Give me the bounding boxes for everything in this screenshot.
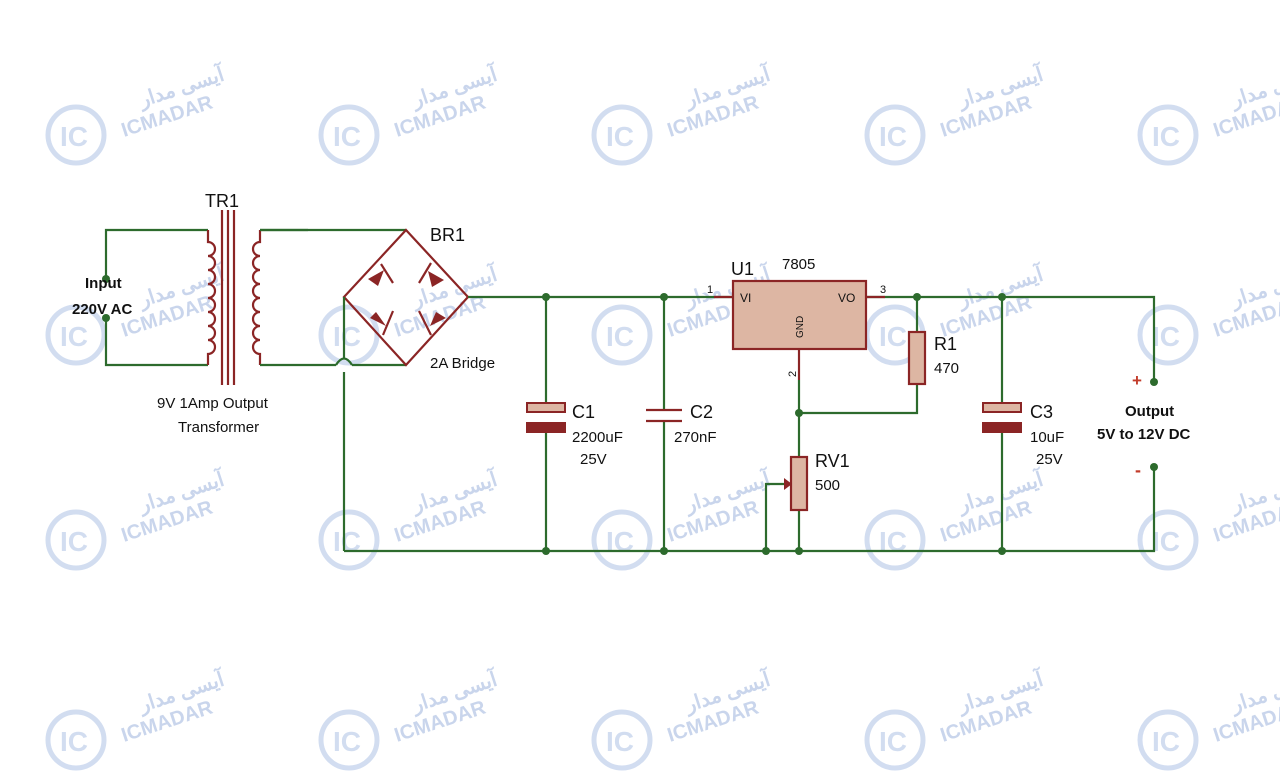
svg-text:IC: IC — [606, 121, 634, 152]
capacitor-c2 — [646, 297, 682, 551]
svg-text:IC: IC — [879, 121, 907, 152]
u1-pin-vi: VI — [740, 291, 751, 305]
tr1-label: TR1 — [205, 191, 239, 211]
c2-value: 270nF — [674, 429, 717, 446]
svg-text:IC: IC — [333, 121, 361, 152]
transformer-tr1 — [102, 210, 308, 385]
u1-pin1: 1 — [707, 284, 713, 296]
svg-text:IC: IC — [333, 321, 361, 352]
svg-text:IC: IC — [879, 321, 907, 352]
svg-text:IC: IC — [606, 321, 634, 352]
r1-label: R1 — [934, 334, 957, 354]
output-plus: + — [1132, 371, 1142, 390]
input-label-line2: 220V AC — [72, 301, 132, 318]
bridge-rectifier-br1 — [260, 228, 470, 551]
svg-text:IC: IC — [879, 726, 907, 757]
svg-text:IC: IC — [1152, 321, 1180, 352]
capacitor-c3 — [982, 297, 1022, 551]
c1-value: 2200uF — [572, 429, 623, 446]
svg-text:IC: IC — [60, 321, 88, 352]
u1-pin-vo: VO — [838, 291, 855, 305]
svg-text:IC: IC — [60, 726, 88, 757]
svg-text:IC: IC — [606, 726, 634, 757]
output-minus: - — [1135, 460, 1141, 480]
regulator-u1 — [714, 279, 885, 380]
svg-text:IC: IC — [333, 526, 361, 557]
tr1-desc-line2: Transformer — [178, 419, 259, 436]
rv1-value: 500 — [815, 477, 840, 494]
input-terminal-top — [102, 275, 110, 283]
br1-label: BR1 — [430, 225, 465, 245]
u1-pin2: 2 — [787, 371, 799, 377]
potentiometer-rv1 — [784, 455, 809, 512]
c3-label: C3 — [1030, 402, 1053, 422]
u1-pin3: 3 — [880, 284, 886, 296]
c1-voltage: 25V — [580, 451, 607, 468]
u1-label: U1 — [731, 259, 754, 279]
svg-text:IC: IC — [1152, 726, 1180, 757]
svg-text:IC: IC — [60, 526, 88, 557]
svg-text:IC: IC — [606, 526, 634, 557]
c3-value: 10uF — [1030, 429, 1064, 446]
junction-nodes — [542, 293, 1158, 555]
output-label-line1: Output — [1125, 403, 1174, 420]
svg-text:IC: IC — [60, 121, 88, 152]
rv1-label: RV1 — [815, 451, 850, 471]
c3-voltage: 25V — [1036, 451, 1063, 468]
output-terminal-plus — [1150, 378, 1158, 386]
input-label-line1: Input — [85, 275, 122, 292]
output-terminal-minus — [1150, 463, 1158, 471]
svg-text:IC: IC — [879, 526, 907, 557]
u1-pin-gnd: GND — [795, 316, 806, 338]
c1-label: C1 — [572, 402, 595, 422]
r1-value: 470 — [934, 360, 959, 377]
c2-label: C2 — [690, 402, 713, 422]
output-label-line2: 5V to 12V DC — [1097, 426, 1191, 443]
svg-text:IC: IC — [1152, 121, 1180, 152]
resistor-r1 — [907, 330, 927, 386]
br1-desc: 2A Bridge — [430, 355, 495, 372]
u1-part: 7805 — [782, 256, 815, 273]
tr1-desc-line1: 9V 1Amp Output — [157, 395, 269, 412]
input-terminal-bottom — [102, 314, 110, 322]
svg-text:IC: IC — [333, 726, 361, 757]
capacitor-c1 — [526, 297, 566, 551]
svg-text:IC: IC — [1152, 526, 1180, 557]
